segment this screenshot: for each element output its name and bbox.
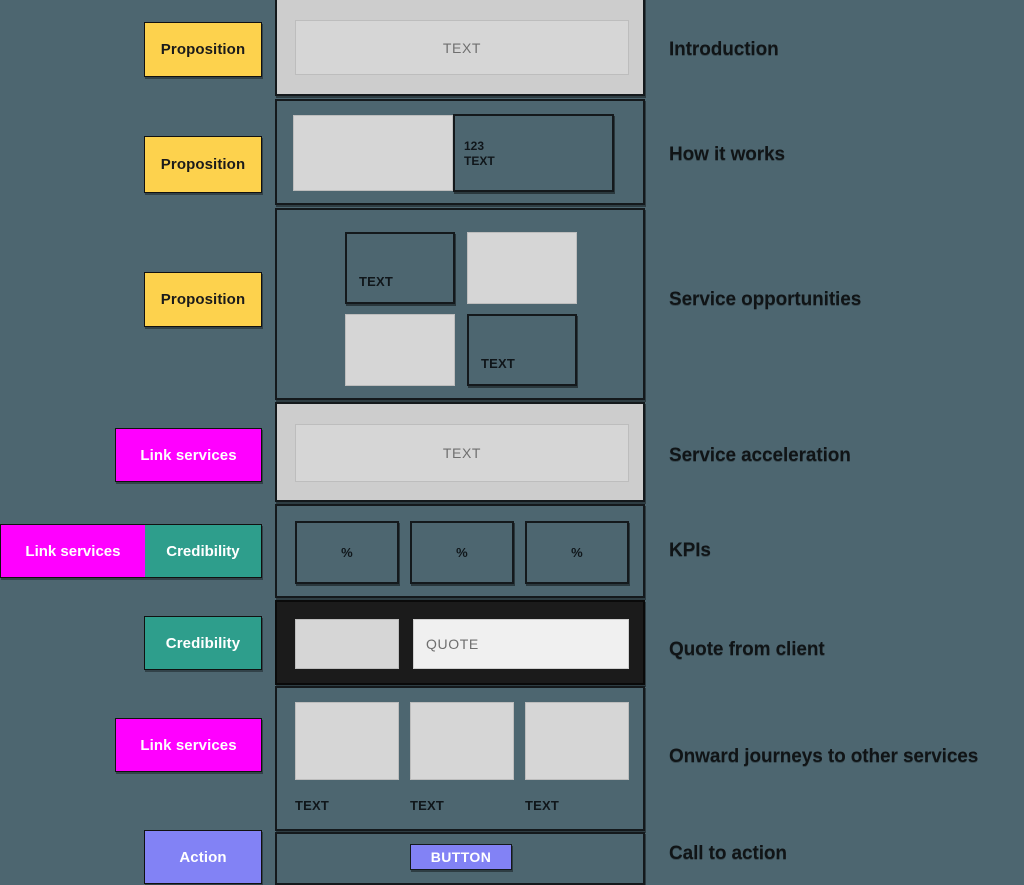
section-title-introduction: Introduction — [669, 39, 779, 60]
section-introduction[interactable]: TEXT — [275, 0, 645, 96]
tag-credibility-kpis[interactable]: Credibility — [144, 525, 261, 577]
tag-link-services-service-acceleration[interactable]: Link services — [115, 428, 262, 482]
kpi-value-label: % — [341, 545, 353, 560]
section-call-to-action[interactable]: BUTTON — [275, 832, 645, 885]
quote-text-box[interactable]: QUOTE — [413, 619, 629, 669]
step-number-label: 123 — [464, 139, 485, 153]
kpi-card-3[interactable]: % — [525, 521, 629, 584]
tag-pair-kpis[interactable]: Link services Credibility — [0, 524, 262, 578]
section-quote-from-client[interactable]: QUOTE — [275, 600, 645, 685]
how-it-works-step-labels: 123 TEXT — [464, 139, 495, 169]
how-it-works-image[interactable] — [293, 115, 453, 191]
cta-button-label: BUTTON — [430, 849, 492, 865]
tag-label: Credibility — [165, 634, 241, 652]
placeholder-label: TEXT — [442, 39, 482, 56]
kpi-value-label: % — [571, 545, 583, 560]
section-title-onward-journeys: Onward journeys to other services — [669, 746, 979, 767]
tag-proposition-introduction[interactable]: Proposition — [144, 22, 262, 77]
onward-journey-card-2-image[interactable] — [410, 702, 514, 780]
opportunity-card-2[interactable] — [467, 232, 577, 304]
onward-journey-card-1-image[interactable] — [295, 702, 399, 780]
tag-label: Proposition — [160, 41, 246, 58]
tag-credibility-quote[interactable]: Credibility — [144, 616, 262, 670]
onward-journey-card-3-label: TEXT — [525, 798, 560, 813]
tag-label: Proposition — [160, 156, 246, 173]
onward-journey-card-1-label: TEXT — [295, 798, 330, 813]
tag-proposition-how-it-works[interactable]: Proposition — [144, 136, 262, 193]
section-onward-journeys[interactable]: TEXT TEXT TEXT — [275, 686, 645, 831]
onward-journey-card-2-label: TEXT — [410, 798, 445, 813]
kpi-card-1[interactable]: % — [295, 521, 399, 584]
tag-label: Credibility — [166, 542, 240, 560]
tag-proposition-service-opportunities[interactable]: Proposition — [144, 272, 262, 327]
placeholder-label: TEXT — [442, 445, 482, 461]
placeholder-label: TEXT — [481, 356, 516, 371]
tag-link-services-kpis[interactable]: Link services — [1, 525, 145, 577]
tag-action-call-to-action[interactable]: Action — [144, 830, 262, 884]
tag-label: Link services — [140, 446, 237, 464]
section-title-how-it-works: How it works — [669, 144, 785, 165]
section-title-quote-from-client: Quote from client — [669, 639, 825, 660]
section-kpis[interactable]: % % % — [275, 504, 645, 598]
kpi-card-2[interactable]: % — [410, 521, 514, 584]
section-service-opportunities[interactable]: TEXT TEXT — [275, 208, 645, 400]
opportunity-card-1[interactable]: TEXT — [345, 232, 455, 304]
kpi-value-label: % — [456, 545, 468, 560]
section-service-acceleration[interactable]: TEXT — [275, 402, 645, 502]
tag-label: Action — [179, 848, 227, 866]
placeholder-label: QUOTE — [426, 636, 479, 652]
section-title-service-acceleration: Service acceleration — [669, 445, 851, 466]
tag-label: Link services — [25, 542, 121, 560]
opportunity-card-3[interactable] — [345, 314, 455, 386]
tag-link-services-onward-journeys[interactable]: Link services — [115, 718, 262, 772]
cta-button[interactable]: BUTTON — [410, 844, 512, 870]
tag-label: Link services — [140, 736, 237, 754]
placeholder-label: TEXT — [359, 274, 394, 289]
how-it-works-step-panel[interactable]: 123 TEXT — [453, 114, 614, 192]
section-how-it-works[interactable]: 123 TEXT — [275, 99, 645, 205]
section-title-kpis: KPIs — [669, 540, 711, 561]
section-title-service-opportunities: Service opportunities — [669, 289, 862, 310]
step-text-label: TEXT — [464, 154, 495, 168]
service-acceleration-text-panel[interactable]: TEXT — [295, 424, 629, 482]
tag-label: Proposition — [160, 291, 246, 308]
opportunity-card-4[interactable]: TEXT — [467, 314, 577, 386]
quote-portrait-image[interactable] — [295, 619, 399, 669]
section-title-call-to-action: Call to action — [669, 843, 787, 864]
introduction-text-panel[interactable]: TEXT — [295, 20, 629, 75]
onward-journey-card-3-image[interactable] — [525, 702, 629, 780]
